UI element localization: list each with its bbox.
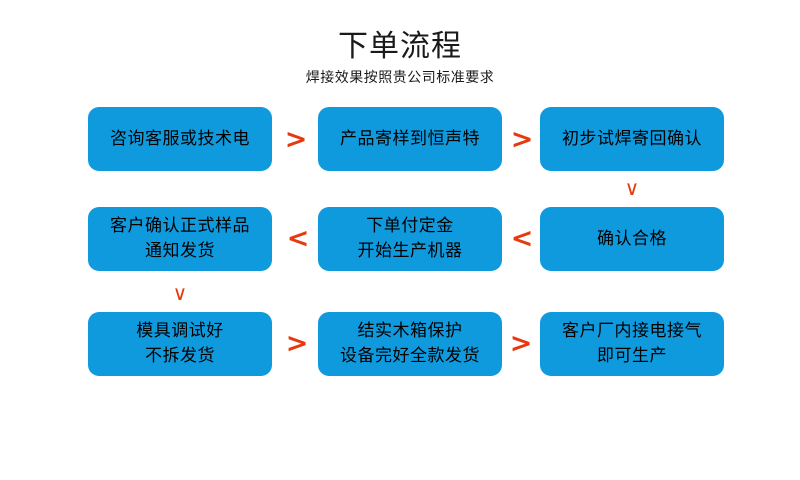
flow-node-label: 通知发货	[145, 241, 215, 261]
flow-node-label: 不拆发货	[145, 346, 215, 366]
flow-node-label: 产品寄样到恒声特	[340, 128, 480, 149]
flow-node-r3c2[interactable]: 结实木箱保护 设备完好全款发货	[318, 312, 502, 376]
flow-node-label: 初步试焊寄回确认	[562, 128, 702, 149]
arrow-right-icon: >	[509, 328, 533, 359]
arrow-right-icon: >	[510, 124, 534, 155]
flow-node-label: 模具调试好	[136, 321, 224, 341]
flow-node-label: 结实木箱保护	[357, 321, 463, 341]
flow-node-r3c3[interactable]: 客户厂内接电接气 即可生产	[540, 312, 724, 376]
flow-node-label: 开始生产机器	[357, 241, 463, 261]
arrow-left-icon: <	[510, 223, 534, 254]
flow-node-label: 设备完好全款发货	[340, 346, 480, 366]
flow-node-r1c1[interactable]: 咨询客服或技术电	[88, 107, 272, 171]
flow-node-label: 即可生产	[597, 346, 667, 366]
flow-node-r3c1[interactable]: 模具调试好 不拆发货	[88, 312, 272, 376]
arrow-down-icon: ∨	[624, 176, 640, 200]
flow-node-r1c3[interactable]: 初步试焊寄回确认	[540, 107, 724, 171]
page-subtitle: 焊接效果按照贵公司标准要求	[305, 70, 495, 86]
arrow-down-icon: ∨	[172, 281, 188, 305]
arrow-left-icon: <	[286, 223, 310, 254]
chart-header: 下单流程 焊接效果按照贵公司标准要求	[0, 28, 800, 88]
flow-node-label: 客户厂内接电接气	[562, 321, 702, 341]
flow-node-r1c2[interactable]: 产品寄样到恒声特	[318, 107, 502, 171]
flow-node-label: 确认合格	[597, 228, 667, 249]
page-title: 下单流程	[338, 29, 462, 64]
flow-node-r2c2[interactable]: 下单付定金 开始生产机器	[318, 207, 502, 271]
flow-node-label: 下单付定金	[366, 216, 454, 236]
flow-node-r2c3[interactable]: 确认合格	[540, 207, 724, 271]
arrow-right-icon: >	[284, 124, 308, 155]
arrow-right-icon: >	[285, 328, 309, 359]
flow-node-label: 客户确认正式样品	[110, 216, 250, 236]
flow-node-label: 咨询客服或技术电	[110, 128, 250, 149]
flow-node-r2c1[interactable]: 客户确认正式样品 通知发货	[88, 207, 272, 271]
